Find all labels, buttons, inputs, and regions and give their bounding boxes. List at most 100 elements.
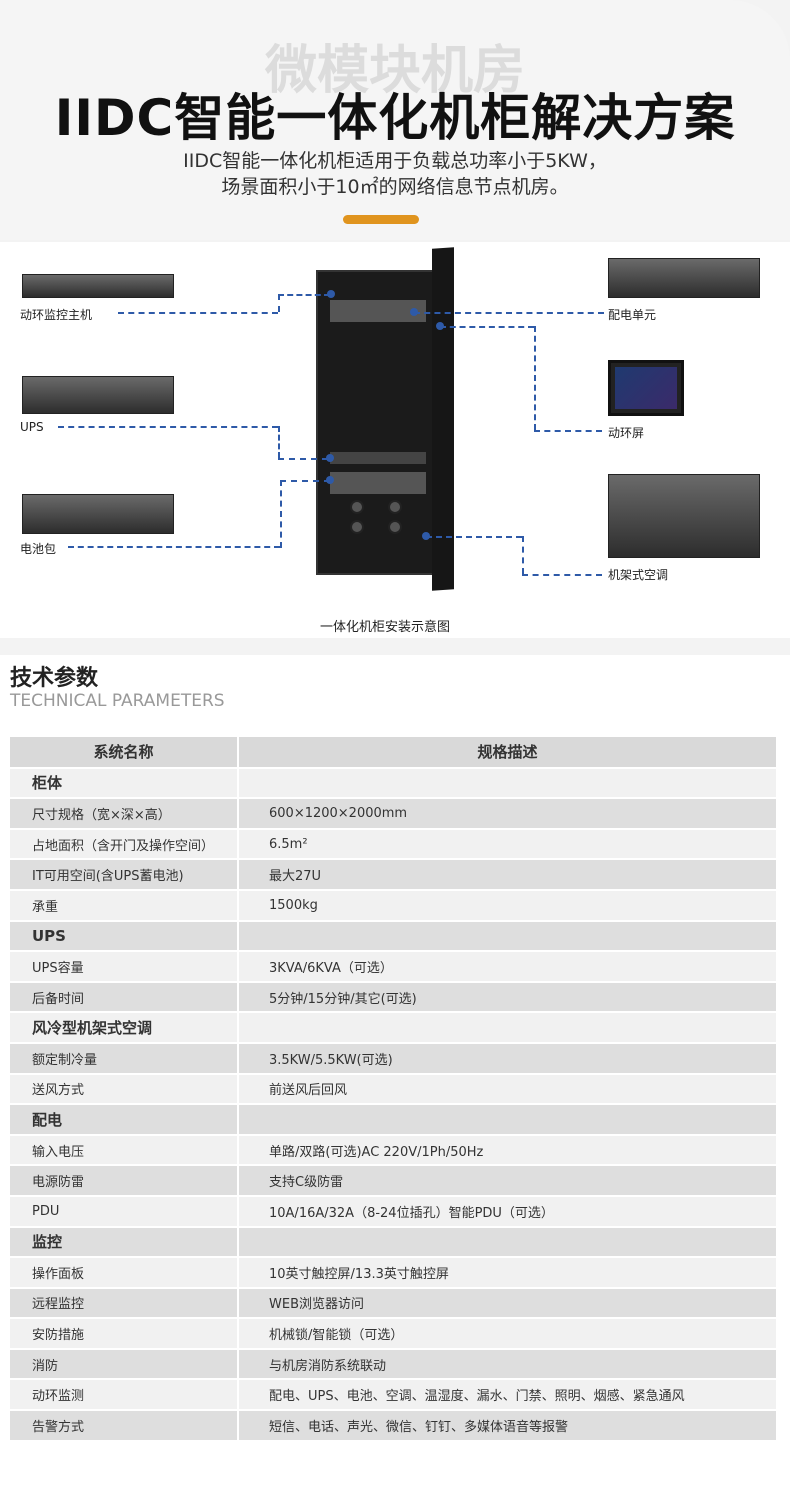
table-row: 电源防雷支持C级防雷 <box>10 1165 776 1197</box>
fan-icon <box>350 500 364 514</box>
param-value: 配电、UPS、电池、空调、温湿度、漏水、门禁、照明、烟感、紧急通风 <box>238 1379 776 1412</box>
param-value: 支持C级防雷 <box>238 1165 776 1197</box>
fan-icon <box>350 520 364 534</box>
connector-line <box>522 574 602 576</box>
param-value: 3.5KW/5.5KW(可选) <box>238 1042 776 1075</box>
param-name: 送风方式 <box>10 1073 239 1106</box>
param-value: 1500kg <box>238 889 776 922</box>
fan-icon <box>388 500 402 514</box>
param-value: 最大27U <box>238 859 776 891</box>
param-value: WEB浏览器访问 <box>238 1287 776 1320</box>
category-row: 配电 <box>10 1104 776 1136</box>
label-monitor-host: 动环监控主机 <box>20 308 93 322</box>
fan-icon <box>388 520 402 534</box>
page-title: IIDC智能一体化机柜解决方案 <box>54 89 736 147</box>
connector-dot <box>327 290 335 298</box>
table-row: 告警方式短信、电话、声光、微信、钉钉、多媒体语音等报警 <box>10 1410 776 1442</box>
subtitle-line: 场景面积小于10㎡的网络信息节点机房。 <box>221 176 569 198</box>
table-row: 占地面积（含开门及操作空间）6.5m² <box>10 828 776 861</box>
category-name: UPS <box>10 920 239 953</box>
param-value: 与机房消防系统联动 <box>238 1348 776 1381</box>
diagram-caption: 一体化机柜安装示意图 <box>319 620 450 635</box>
battery-image <box>22 494 174 534</box>
category-spacer <box>238 767 776 800</box>
subtitle-line: IIDC智能一体化机柜适用于负载总功率小于5KW， <box>183 150 607 172</box>
param-value: 单路/双路(可选)AC 220V/1Ph/50Hz <box>238 1134 776 1167</box>
category-spacer <box>238 1012 776 1044</box>
category-row: 监控 <box>10 1226 776 1259</box>
param-value: 6.5m² <box>238 828 776 861</box>
param-value: 600×1200×2000mm <box>238 798 776 830</box>
category-spacer <box>238 1226 776 1259</box>
connector-line <box>278 426 280 458</box>
header-cell: 规格描述 <box>238 737 776 769</box>
connector-line <box>68 546 280 548</box>
ac-image <box>608 474 760 558</box>
category-spacer <box>238 920 776 953</box>
pdu-image <box>608 258 760 298</box>
label-ac: 机架式空调 <box>608 568 669 582</box>
param-name: 后备时间 <box>10 981 239 1014</box>
connector-line <box>280 480 330 482</box>
table-row: 动环监测配电、UPS、电池、空调、温湿度、漏水、门禁、照明、烟感、紧急通风 <box>10 1379 776 1412</box>
category-name: 柜体 <box>10 767 239 800</box>
connector-line <box>278 294 330 296</box>
connector-line <box>522 536 524 574</box>
subtitle: IIDC智能一体化机柜适用于负载总功率小于5KW， 场景面积小于10㎡的网络信息… <box>0 148 790 200</box>
category-row: UPS <box>10 920 776 953</box>
category-row: 风冷型机架式空调 <box>10 1012 776 1044</box>
connector-dot <box>410 308 418 316</box>
connector-line <box>534 326 536 430</box>
param-value: 10A/16A/32A（8-24位插孔）智能PDU（可选） <box>238 1195 776 1228</box>
table-header: 系统名称 规格描述 <box>10 737 776 769</box>
table-row: 安防措施机械锁/智能锁（可选） <box>10 1318 776 1350</box>
header-cell: 系统名称 <box>10 737 239 769</box>
param-name: 远程监控 <box>10 1287 239 1320</box>
ups-image <box>22 376 174 414</box>
connector-dot <box>436 322 444 330</box>
accent-bar <box>343 215 419 224</box>
param-name: 电源防雷 <box>10 1165 239 1197</box>
tech-title: 技术参数 <box>10 666 99 691</box>
table-row: 送风方式前送风后回风 <box>10 1073 776 1106</box>
label-battery: 电池包 <box>20 542 57 556</box>
category-row: 柜体 <box>10 767 776 800</box>
watermark-text: 微模块机房 <box>264 41 525 101</box>
param-name: UPS容量 <box>10 951 239 983</box>
connector-line <box>278 294 280 312</box>
param-name: 输入电压 <box>10 1134 239 1167</box>
category-name: 监控 <box>10 1226 239 1259</box>
param-name: 占地面积（含开门及操作空间） <box>10 828 239 861</box>
screen-image <box>608 360 684 416</box>
hero-section: 微模块机房 IIDC智能一体化机柜解决方案 IIDC智能一体化机柜适用于负载总功… <box>0 0 790 240</box>
connector-line <box>118 312 278 314</box>
connector-line <box>414 312 604 314</box>
connector-line <box>280 480 282 548</box>
connector-dot <box>326 476 334 484</box>
param-name: 安防措施 <box>10 1318 239 1350</box>
param-name: 承重 <box>10 889 239 922</box>
monitor-host-image <box>22 274 174 298</box>
connector-line <box>58 426 278 428</box>
connector-dot <box>326 454 334 462</box>
param-name: PDU <box>10 1195 239 1228</box>
table-row: 尺寸规格（宽×深×高）600×1200×2000mm <box>10 798 776 830</box>
category-spacer <box>238 1104 776 1136</box>
cabinet-door <box>432 247 454 591</box>
param-value: 机械锁/智能锁（可选） <box>238 1318 776 1350</box>
table-row: 输入电压单路/双路(可选)AC 220V/1Ph/50Hz <box>10 1134 776 1167</box>
connector-dot <box>422 532 430 540</box>
connector-line <box>440 326 534 328</box>
tech-subtitle: TECHNICAL PARAMETERS <box>10 691 225 711</box>
connector-line <box>426 536 522 538</box>
cabinet-image <box>316 270 436 575</box>
param-name: 操作面板 <box>10 1257 239 1289</box>
connector-line <box>278 458 328 460</box>
